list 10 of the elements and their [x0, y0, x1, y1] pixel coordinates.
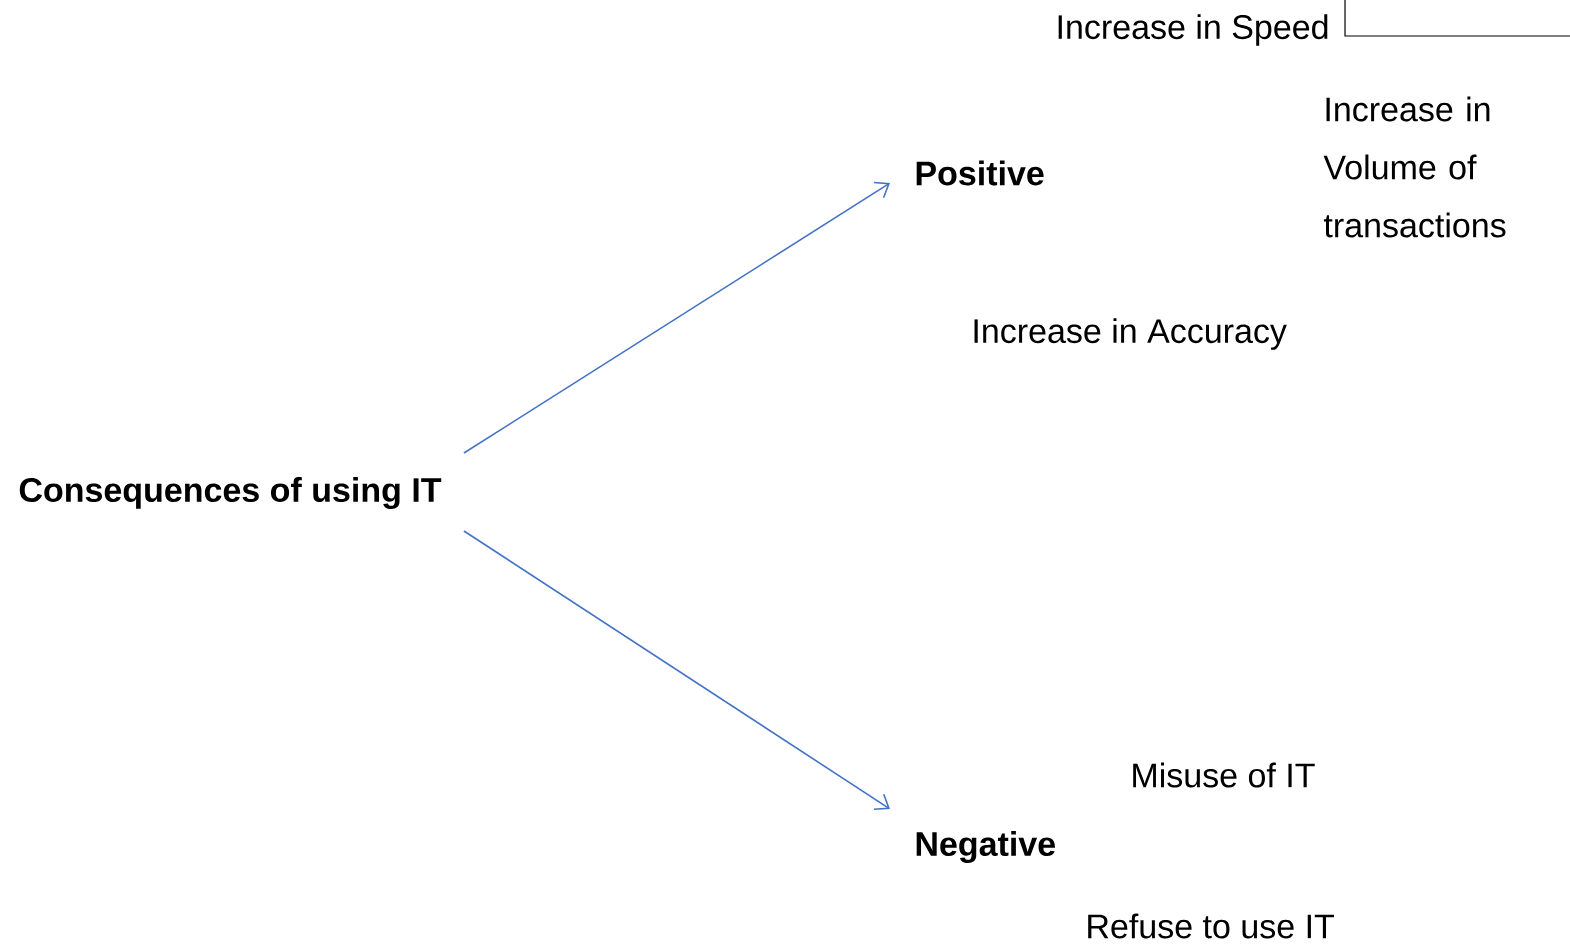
branch-label: Positive	[916, 160, 1044, 186]
consequence-text: Refuse to use IT	[1088, 913, 1335, 939]
consequence-text: Misuse of IT	[1133, 762, 1315, 788]
consequence-text: Increase in Volume of transactions	[1323, 96, 1506, 238]
arrow	[463, 530, 890, 811]
consequence-text: Increase in Speed	[1058, 14, 1328, 46]
consequence-text: Increase in Accuracy	[974, 318, 1287, 350]
arrow	[463, 181, 890, 454]
branch-label: Negative	[916, 831, 1055, 863]
branch-label: Consequences of using IT	[19, 477, 442, 509]
